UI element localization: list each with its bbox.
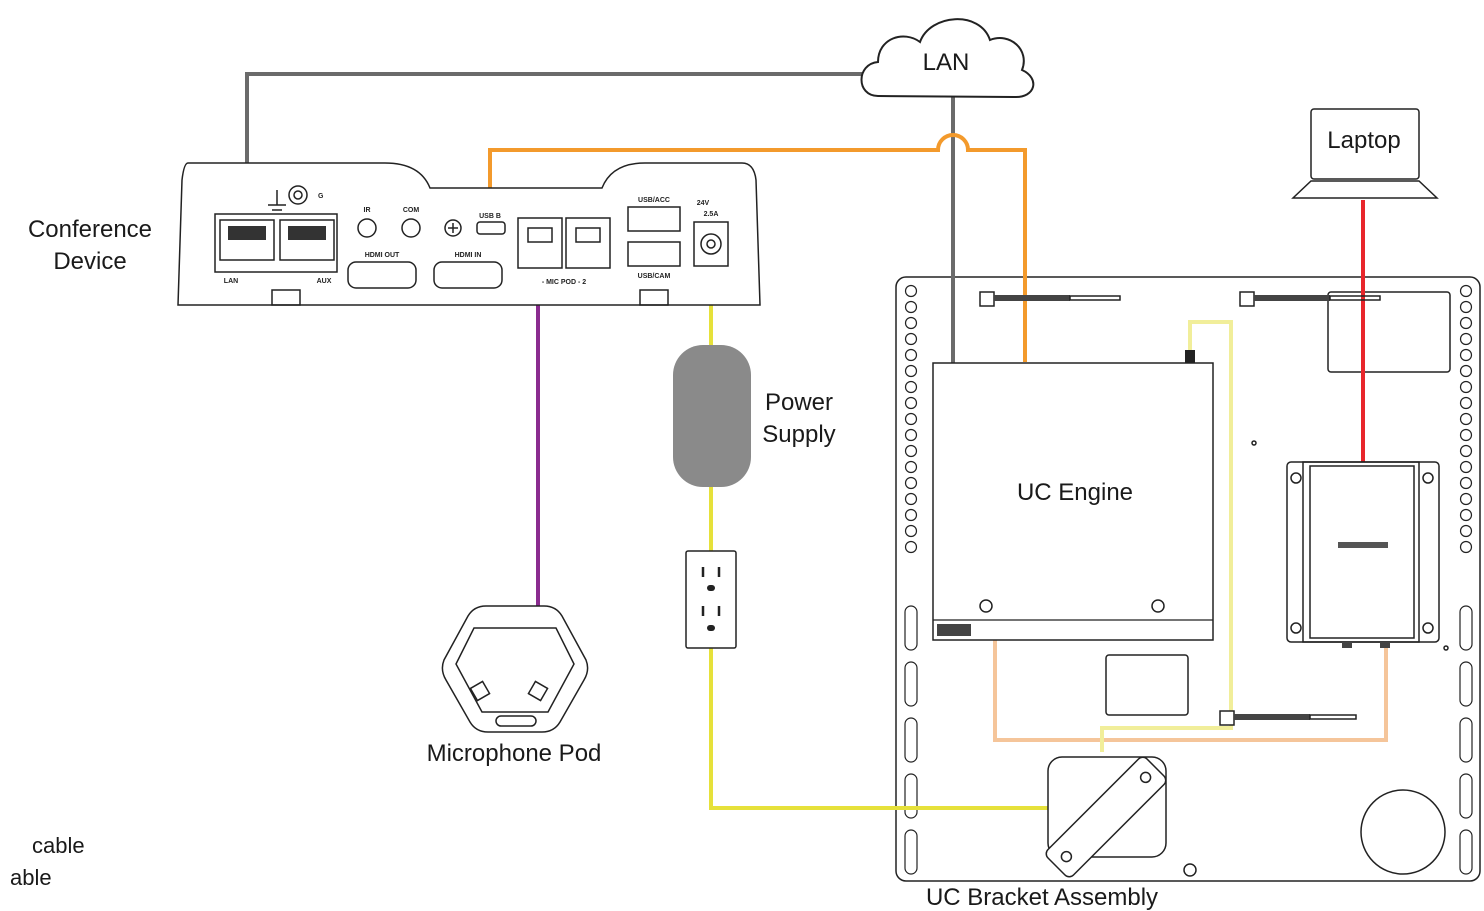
hdmi-usb-converter <box>1286 461 1440 648</box>
mic-pod-port-1 <box>517 217 563 269</box>
usb-b-port <box>476 221 506 235</box>
bracket-mount-hole <box>904 476 918 490</box>
svg-text:LAN: LAN <box>224 278 238 285</box>
bracket-round-cutout <box>1360 789 1446 875</box>
bracket-cutout-lower <box>1105 654 1189 716</box>
bracket-mount-hole <box>904 300 918 314</box>
bracket-mount-hole <box>904 540 918 554</box>
bracket-mount-hole <box>904 428 918 442</box>
uc-engine-label: UC Engine <box>1017 479 1133 506</box>
bracket-mount-hole <box>904 284 918 298</box>
bracket-mount-hole <box>904 332 918 346</box>
lan-cloud-label: LAN <box>923 49 970 76</box>
svg-text:24V: 24V <box>697 200 710 207</box>
bracket-mount-hole <box>904 396 918 410</box>
bracket-mount-slot <box>1459 773 1473 819</box>
uc-engine <box>932 350 1214 641</box>
usb-acc-port <box>627 206 681 232</box>
conference-device: LAN AUX G IR COM USB B HDMI OUT HDMI IN … <box>177 162 761 306</box>
laptop: Laptop <box>1291 108 1439 199</box>
svg-text:USB/ACC: USB/ACC <box>638 197 670 204</box>
laptop-label: Laptop <box>1327 127 1400 154</box>
mic-pod-port-2 <box>565 217 611 269</box>
bracket-mount-hole <box>904 444 918 458</box>
svg-text:USB/CAM: USB/CAM <box>638 273 671 280</box>
bracket-mount-hole <box>1459 476 1473 490</box>
usb-internal-cable <box>993 640 1388 742</box>
power-cable <box>709 645 1050 810</box>
bracket-mount-hole <box>904 492 918 506</box>
power-port <box>693 221 729 267</box>
hdmi-in-port <box>433 261 503 289</box>
conference-device-label-1: Conference <box>28 216 152 243</box>
power-supply-label-2: Supply <box>762 421 835 448</box>
bracket-mount-holes-right <box>1459 284 1473 875</box>
bracket-mount-hole <box>904 380 918 394</box>
bracket-mount-hole <box>1459 364 1473 378</box>
bracket-mount-hole <box>1459 444 1473 458</box>
bracket-mount-hole <box>1459 524 1473 538</box>
usb-cable <box>488 133 1027 362</box>
svg-text:G: G <box>318 193 324 200</box>
bracket-mount-hole <box>1459 492 1473 506</box>
bracket-mount-hole <box>1459 316 1473 330</box>
bracket-power-module <box>1045 756 1167 878</box>
svg-text:USB B: USB B <box>479 213 501 220</box>
wall-outlet <box>685 550 737 649</box>
lan-cloud: LAN <box>860 18 1035 99</box>
bracket-mount-hole <box>904 348 918 362</box>
bracket-screw <box>1183 863 1197 877</box>
cable-ties <box>979 291 1381 726</box>
microphone-pod-label: Microphone Pod <box>427 740 602 767</box>
bracket-mount-slot <box>904 661 918 707</box>
svg-text:HDMI OUT: HDMI OUT <box>365 252 400 259</box>
com-port <box>401 218 421 238</box>
svg-text:HDMI IN: HDMI IN <box>455 252 482 259</box>
bracket-mount-hole <box>1459 380 1473 394</box>
microphone-pod <box>441 605 589 733</box>
bracket-mount-slot <box>1459 717 1473 763</box>
conference-device-label-2: Device <box>53 248 126 275</box>
svg-text:- MIC POD - 2: - MIC POD - 2 <box>542 279 586 286</box>
bracket-mount-hole <box>904 364 918 378</box>
bracket-mount-slot <box>1459 605 1473 651</box>
internal-cables <box>993 320 1388 752</box>
ir-port <box>357 218 377 238</box>
bracket-mount-hole <box>1459 332 1473 346</box>
power-supply-label-1: Power <box>765 389 833 416</box>
bracket-mount-slot <box>904 605 918 651</box>
bracket-cutout-upper <box>1327 291 1451 373</box>
bracket-mount-hole <box>1459 540 1473 554</box>
bracket-mount-hole <box>904 412 918 426</box>
bracket-mount-slot <box>1459 661 1473 707</box>
bracket-mount-hole <box>1459 460 1473 474</box>
bracket-mount-hole <box>1459 396 1473 410</box>
bracket-mount-slot <box>904 773 918 819</box>
uc-bracket-assembly-label: UC Bracket Assembly <box>926 884 1158 911</box>
bracket-mount-hole <box>1459 412 1473 426</box>
legend-fragment-2: able <box>10 865 52 890</box>
hdmi-out-port <box>347 261 417 289</box>
bracket-mount-slot <box>1459 829 1473 875</box>
svg-text:AUX: AUX <box>317 278 332 285</box>
svg-text:IR: IR <box>364 207 371 214</box>
bracket-mount-slot <box>904 717 918 763</box>
bracket-mount-hole <box>1459 300 1473 314</box>
svg-text:COM: COM <box>403 207 420 214</box>
bracket-mount-hole <box>1459 508 1473 522</box>
power-internal-cable <box>1100 320 1233 752</box>
bracket-mount-hole <box>904 460 918 474</box>
legend-fragment-1: cable <box>32 833 85 858</box>
bracket-mount-hole <box>1459 428 1473 442</box>
svg-text:2.5A: 2.5A <box>704 211 719 218</box>
bracket-mount-slot <box>904 829 918 875</box>
bracket-mount-hole <box>904 316 918 330</box>
bracket-mount-hole <box>1459 284 1473 298</box>
bracket-mount-hole <box>1459 348 1473 362</box>
usb-cam-port <box>627 241 681 267</box>
bracket-mount-hole <box>904 524 918 538</box>
bracket-mount-hole <box>904 508 918 522</box>
power-supply <box>673 345 751 487</box>
